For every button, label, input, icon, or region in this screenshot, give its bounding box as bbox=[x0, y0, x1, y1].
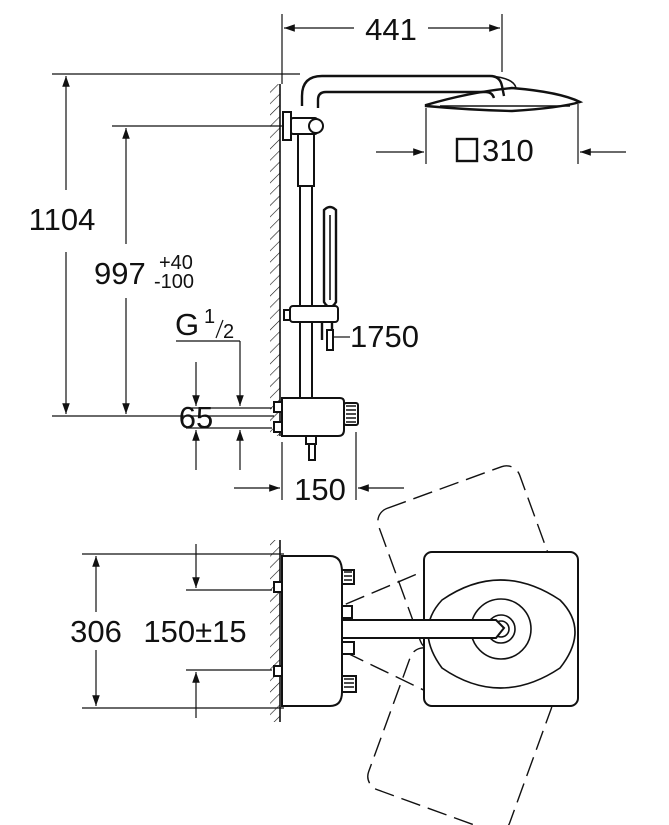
outlet-tolerance-plus: +40 bbox=[159, 252, 193, 274]
thermostat-top bbox=[273, 555, 357, 707]
dimension-310: 310 bbox=[376, 104, 626, 168]
thread-denominator: 2 bbox=[223, 321, 234, 343]
square-symbol-icon bbox=[455, 137, 479, 163]
hose bbox=[326, 329, 334, 351]
riser-pipe bbox=[297, 133, 315, 405]
dimension-65: 65 bbox=[179, 362, 272, 470]
thread-prefix: G bbox=[175, 307, 199, 342]
wall-bracket-top bbox=[282, 111, 324, 141]
slider-holder bbox=[283, 305, 339, 340]
total-height-label: 1104 bbox=[29, 202, 96, 237]
wall-front bbox=[270, 84, 281, 436]
hose-length-label: 1750 bbox=[350, 319, 419, 354]
hand-shower bbox=[322, 205, 338, 309]
arm-length-label: 441 bbox=[365, 12, 417, 47]
dimension-306: 306 bbox=[70, 553, 284, 709]
connection-spacing-label: 65 bbox=[179, 400, 213, 435]
head-size-label: 310 bbox=[482, 133, 534, 168]
top-view: 306 150±15 bbox=[70, 465, 579, 825]
dimension-150-15: 150±15 bbox=[143, 544, 272, 718]
dimension-150: 150 bbox=[234, 432, 404, 507]
dimension-441: 441 bbox=[281, 12, 503, 84]
wall-top bbox=[270, 540, 281, 722]
projection-label: 150 bbox=[294, 472, 346, 507]
thread-label: G 1 2 bbox=[175, 306, 244, 406]
outlet-height-label: 997 bbox=[94, 256, 146, 291]
front-view: 441 310 1104 997 +40 -100 bbox=[29, 12, 626, 507]
shower-arm bbox=[300, 74, 517, 108]
top-view-depth-label: 306 bbox=[70, 614, 122, 649]
top-view-spacing-label: 150±15 bbox=[143, 614, 246, 649]
dimension-1104: 1104 bbox=[29, 73, 300, 417]
thread-numerator: 1 bbox=[204, 306, 215, 328]
dimension-997: 997 +40 -100 bbox=[94, 125, 284, 414]
thermostat-body bbox=[273, 397, 359, 461]
outlet-tolerance-minus: -100 bbox=[154, 271, 194, 293]
dimension-1750: 1750 bbox=[334, 319, 419, 354]
shower-head-side bbox=[424, 86, 584, 113]
